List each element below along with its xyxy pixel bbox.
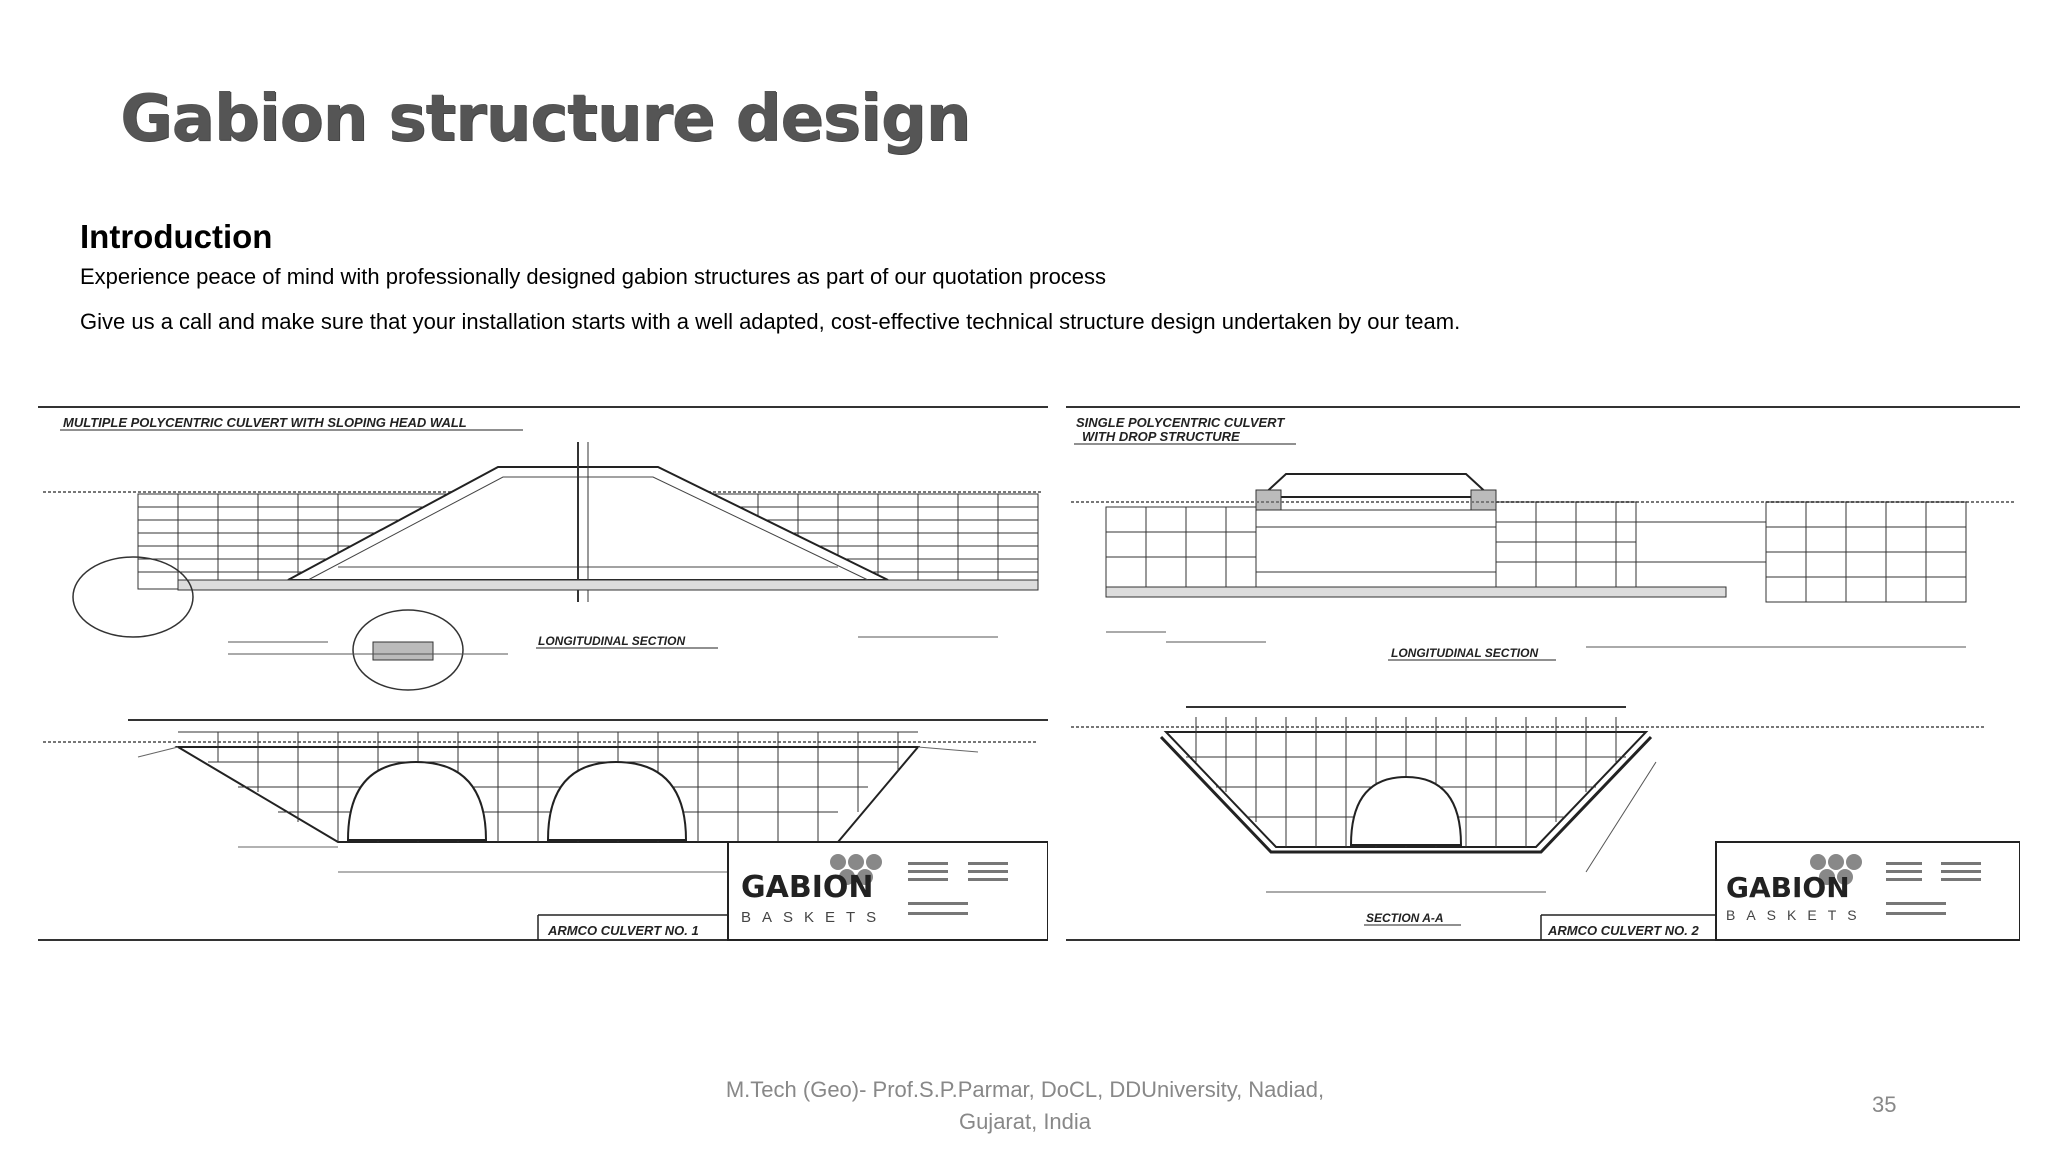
logo-1-sub: BASKETS	[741, 909, 887, 926]
logo-2-sub: BASKETS	[1726, 907, 1868, 923]
intro-paragraph-1: Experience peace of mind with profession…	[80, 264, 1107, 289]
logo-1-main: GABION	[741, 870, 873, 905]
drawing-2-section-a-label: SECTION A-A	[1366, 911, 1444, 925]
gabion-logo-1: GABION BASKETS	[741, 854, 887, 926]
slide-title: Gabion structure design	[120, 82, 971, 156]
drawing-2-section-label: LONGITUDINAL SECTION	[1391, 646, 1538, 660]
page-number: 35	[1872, 1092, 1897, 1117]
gabion-logo-2: GABION BASKETS	[1726, 854, 1868, 923]
footer-line-1: M.Tech (Geo)- Prof.S.P.Parmar, DoCL, DDU…	[725, 1077, 1325, 1102]
footer-credit: M.Tech (Geo)- Prof.S.P.Parmar, DoCL, DDU…	[700, 1074, 1350, 1138]
intro-paragraph-2: Give us a call and make sure that your i…	[80, 309, 1461, 334]
culvert-drawing-2: SINGLE POLYCENTRIC CULVERT WITH DROP STR…	[1066, 402, 2020, 942]
footer-line-2: Gujarat, India	[958, 1109, 1092, 1134]
culvert-drawing-1: MULTIPLE POLYCENTRIC CULVERT WITH SLOPIN…	[38, 402, 1048, 942]
drawing-2-title-block: ARMCO CULVERT NO. 2	[1547, 923, 1699, 938]
drawing-2-heading-line2: WITH DROP STRUCTURE	[1082, 429, 1240, 444]
drawing-1-title-block: ARMCO CULVERT NO. 1	[547, 923, 699, 938]
culvert-drawing-2-svg: SINGLE POLYCENTRIC CULVERT WITH DROP STR…	[1066, 406, 2020, 941]
drawing-1-heading: MULTIPLE POLYCENTRIC CULVERT WITH SLOPIN…	[63, 415, 467, 430]
section-heading: Introduction	[80, 218, 273, 255]
drawing-2-heading-line1: SINGLE POLYCENTRIC CULVERT	[1076, 415, 1285, 430]
logo-2-main: GABION	[1726, 871, 1850, 904]
culvert-drawing-1-svg: MULTIPLE POLYCENTRIC CULVERT WITH SLOPIN…	[38, 406, 1048, 941]
drawing-1-section-label: LONGITUDINAL SECTION	[538, 634, 685, 648]
